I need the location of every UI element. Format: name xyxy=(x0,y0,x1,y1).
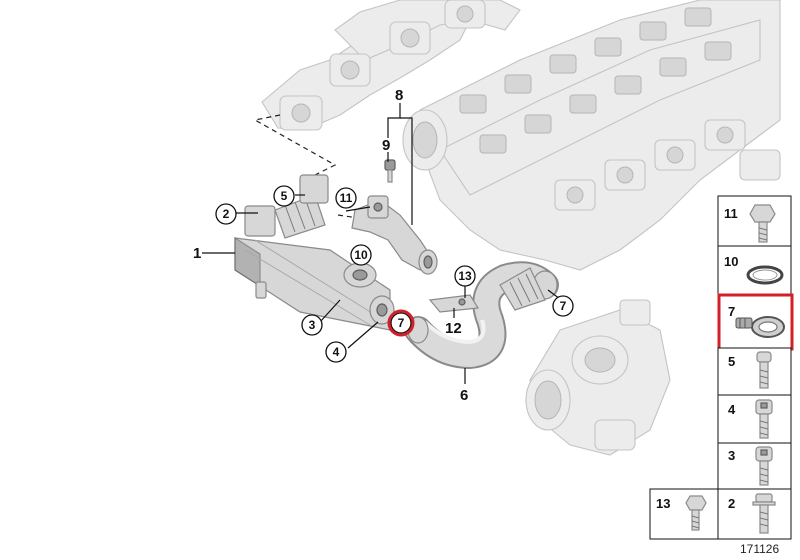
bracket-12 xyxy=(428,294,480,313)
connecting-pipe xyxy=(404,261,559,370)
hex-bolt-icon xyxy=(749,204,776,243)
panel-item-3: 3 xyxy=(717,442,792,490)
cam-bearing-caps xyxy=(459,7,732,154)
egr-valve-pipe xyxy=(351,195,438,275)
svg-text:11: 11 xyxy=(724,206,738,221)
callout-5: 5 xyxy=(273,185,295,207)
routing-dashed-lines xyxy=(253,114,359,219)
callout-13: 13 xyxy=(454,265,476,287)
socket-cap-screw-icon xyxy=(755,446,773,486)
svg-text:13: 13 xyxy=(656,496,670,511)
svg-text:7: 7 xyxy=(728,304,735,319)
svg-text:7: 7 xyxy=(398,316,405,330)
cylinder-head-background xyxy=(261,0,781,456)
fastener-panel: 11 10 7 xyxy=(649,195,794,540)
label-1: 1 xyxy=(193,245,201,262)
intake-ports xyxy=(554,119,781,211)
o-ring-icon xyxy=(746,265,784,285)
svg-text:11: 11 xyxy=(340,191,353,205)
panel-item-2: 2 xyxy=(717,488,792,540)
callout-11: 11 xyxy=(335,187,357,209)
svg-text:10: 10 xyxy=(724,254,738,269)
svg-text:5: 5 xyxy=(281,189,288,203)
callout-3: 3 xyxy=(301,314,323,336)
svg-text:4: 4 xyxy=(728,402,736,417)
bolt-9 xyxy=(384,159,396,183)
label-6: 6 xyxy=(460,387,468,404)
panel-item-10: 10 xyxy=(717,245,792,295)
callout-7-highlighted: 7 xyxy=(387,309,415,337)
part-number-labels: 1 8 9 6 12 xyxy=(193,87,468,404)
socket-cap-screw-icon xyxy=(755,399,773,439)
panel-item-5: 5 xyxy=(717,347,792,396)
label-12: 12 xyxy=(445,320,462,337)
svg-text:13: 13 xyxy=(458,269,472,283)
label-8: 8 xyxy=(395,87,403,104)
label-9: 9 xyxy=(382,137,390,154)
svg-text:10: 10 xyxy=(354,248,368,262)
callout-10: 10 xyxy=(350,244,372,266)
svg-text:4: 4 xyxy=(333,345,340,359)
panel-item-13: 13 xyxy=(649,488,719,540)
diagram-id: 171126 xyxy=(740,542,779,556)
torx-bolt-icon xyxy=(756,351,772,389)
flange-bolt-icon xyxy=(752,493,776,534)
callout-4: 4 xyxy=(325,341,347,363)
panel-item-11: 11 xyxy=(717,195,792,247)
svg-text:3: 3 xyxy=(309,318,316,332)
throttle-housing xyxy=(525,299,671,456)
svg-text:7: 7 xyxy=(560,299,567,313)
panel-item-4: 4 xyxy=(717,394,792,444)
hex-bolt-icon xyxy=(685,495,707,531)
circled-callouts: 2 5 11 10 3 4 7 13 xyxy=(215,185,574,363)
callout-7: 7 xyxy=(552,295,574,317)
panel-item-7: 7 xyxy=(717,293,794,351)
svg-text:5: 5 xyxy=(728,354,735,369)
svg-text:2: 2 xyxy=(223,207,230,221)
leader-lines xyxy=(202,103,561,384)
svg-text:2: 2 xyxy=(728,496,735,511)
hose-clamp-icon xyxy=(735,316,785,338)
callout-2: 2 xyxy=(215,203,237,225)
svg-text:3: 3 xyxy=(728,448,735,463)
